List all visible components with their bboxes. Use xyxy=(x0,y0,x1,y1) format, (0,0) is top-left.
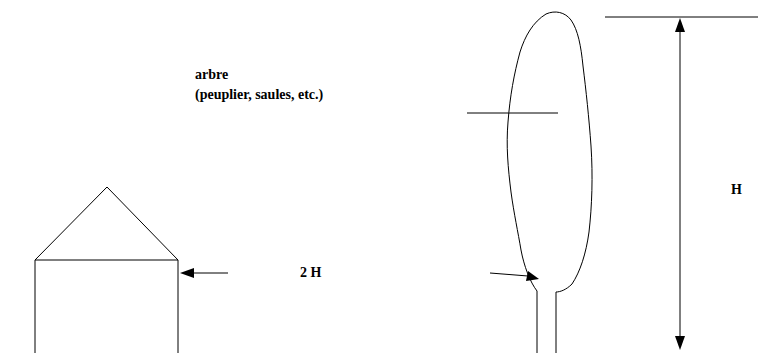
dimension-label: H xyxy=(731,182,742,198)
leader-line xyxy=(467,113,558,114)
tree-trunk xyxy=(537,291,538,353)
tree-crown xyxy=(507,12,592,292)
dimension-line xyxy=(490,273,528,276)
house-wall xyxy=(35,260,178,353)
dimension-line xyxy=(190,273,228,274)
tree-label: arbre xyxy=(195,67,228,83)
arrowhead xyxy=(675,336,685,350)
house-roof xyxy=(35,187,178,260)
dimension-label: 2 H xyxy=(300,265,321,281)
tree-trunk xyxy=(556,292,557,353)
arrowhead xyxy=(675,18,685,32)
tree-species-label: (peuplier, saules, etc.) xyxy=(195,87,323,103)
arrowhead xyxy=(526,271,539,281)
extension-line xyxy=(605,17,758,18)
arrowhead xyxy=(180,268,194,278)
dimension-line xyxy=(680,28,681,340)
